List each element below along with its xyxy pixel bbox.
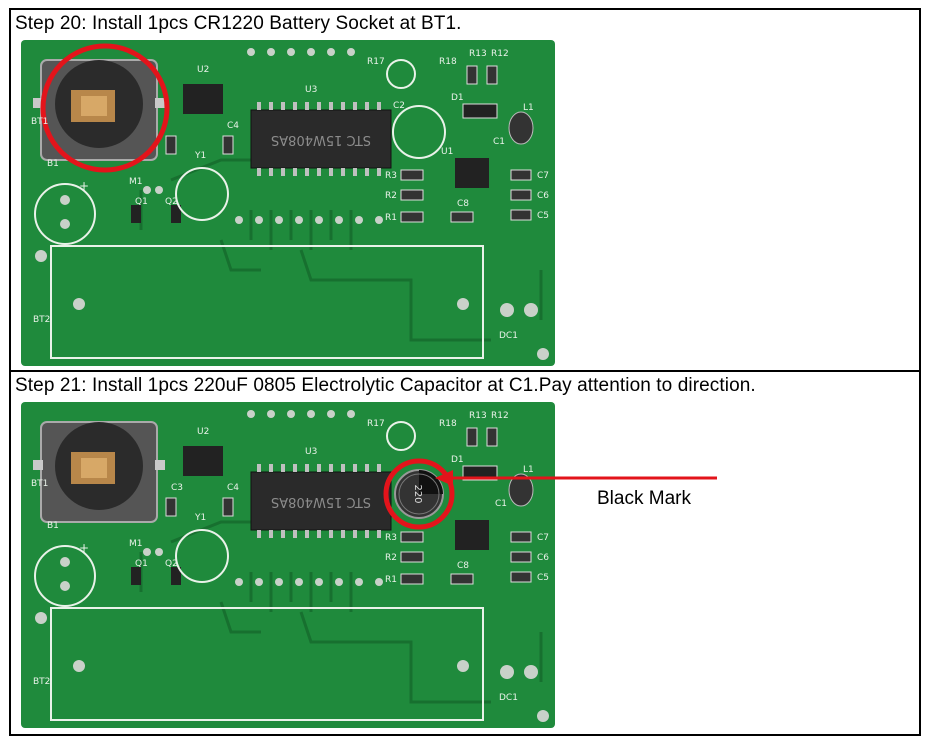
label-dc1: DC1 [499, 331, 518, 341]
label-c6: C6 [537, 553, 549, 563]
b1-pad-plus [60, 557, 70, 567]
mounting-holes [35, 612, 549, 722]
c1-highlight-ring [383, 458, 455, 530]
label-q1: Q1 [135, 559, 148, 569]
label-r3: R3 [385, 171, 397, 181]
chip-u3: STC 15W408AS [250, 102, 392, 176]
label-u3: U3 [305, 447, 317, 457]
label-r3: R3 [385, 533, 397, 543]
pcb-photo-step-21: STC 15W408AS [21, 402, 555, 728]
label-c7: C7 [537, 171, 549, 181]
chip-u3-marking: STC 15W408AS [271, 132, 371, 147]
label-dc1: DC1 [499, 693, 518, 703]
label-c1: C1 [493, 137, 505, 147]
label-d1: D1 [451, 455, 464, 465]
b1-pad-plus [60, 195, 70, 205]
step-20-title: Step 20: Install 1pcs CR1220 Battery Soc… [15, 13, 462, 34]
black-mark-callout: Black Mark [597, 488, 691, 509]
label-l1: L1 [523, 465, 534, 475]
silkscreen-outlines [34, 421, 484, 721]
step-20-panel: Step 20: Install 1pcs CR1220 Battery Soc… [9, 8, 921, 372]
label-c8: C8 [457, 199, 469, 209]
label-c5: C5 [537, 211, 549, 221]
chip-u3: STC 15W408AS [250, 464, 392, 538]
label-bt2: BT2 [33, 315, 50, 325]
label-u2: U2 [197, 65, 209, 75]
label-r12: R12 [491, 49, 509, 59]
label-c3: C3 [171, 483, 183, 493]
smd-components [131, 427, 534, 585]
electrolytic-capacitor: 220 [394, 469, 444, 519]
label-c2: C2 [393, 101, 405, 111]
label-c4: C4 [227, 121, 239, 131]
label-c1: C1 [495, 499, 507, 509]
label-r1: R1 [385, 575, 397, 585]
header-pins [235, 410, 383, 586]
header-pins [235, 48, 383, 224]
b1-pad-minus [60, 219, 70, 229]
label-bt2: BT2 [33, 677, 50, 687]
label-r12: R12 [491, 411, 509, 421]
label-plus: + [79, 179, 89, 193]
capacitor-marking: 220 [412, 484, 423, 503]
label-plus: + [79, 541, 89, 555]
label-r18: R18 [439, 419, 457, 429]
label-r2: R2 [385, 553, 397, 563]
chip-u1 [455, 158, 489, 188]
label-r1: R1 [385, 213, 397, 223]
label-r2: R2 [385, 191, 397, 201]
label-m1: M1 [129, 177, 143, 187]
label-r13: R13 [469, 49, 487, 59]
chip-u2 [183, 84, 223, 114]
black-mark-arrow [435, 470, 717, 486]
label-m1: M1 [129, 539, 143, 549]
mounting-holes [35, 250, 549, 360]
label-r18: R18 [439, 57, 457, 67]
label-b1: B1 [47, 159, 59, 169]
label-q2: Q2 [165, 559, 178, 569]
chip-u3-marking: STC 15W408AS [271, 494, 371, 509]
chip-u2 [183, 446, 223, 476]
b1-pad-minus [60, 581, 70, 591]
label-u3: U3 [305, 85, 317, 95]
label-c5: C5 [537, 573, 549, 583]
label-c7: C7 [537, 533, 549, 543]
label-c8: C8 [457, 561, 469, 571]
label-r13: R13 [469, 411, 487, 421]
label-c6: C6 [537, 191, 549, 201]
battery-socket-bt1 [33, 421, 165, 523]
label-bt1: BT1 [31, 479, 48, 489]
label-d1: D1 [451, 93, 464, 103]
label-bt1: BT1 [31, 117, 48, 127]
label-u1: U1 [441, 147, 453, 157]
bt1-highlight-ring [40, 43, 170, 173]
step-21-panel: Step 21: Install 1pcs 220uF 0805 Electro… [9, 372, 921, 736]
label-l1: L1 [523, 103, 534, 113]
label-q1: Q1 [135, 197, 148, 207]
label-b1: B1 [47, 521, 59, 531]
label-c4: C4 [227, 483, 239, 493]
battery-socket-bt1 [33, 59, 165, 161]
label-q2: Q2 [165, 197, 178, 207]
label-r17: R17 [367, 57, 385, 67]
label-r17: R17 [367, 419, 385, 429]
smd-components [131, 65, 534, 223]
pcb-photo-step-20: STC 15W408AS [21, 40, 555, 366]
label-y1: Y1 [194, 513, 206, 523]
label-u2: U2 [197, 427, 209, 437]
chip-u1 [455, 520, 489, 550]
step-21-title: Step 21: Install 1pcs 220uF 0805 Electro… [15, 375, 756, 396]
silkscreen-outlines [34, 59, 484, 359]
label-y1: Y1 [194, 151, 206, 161]
